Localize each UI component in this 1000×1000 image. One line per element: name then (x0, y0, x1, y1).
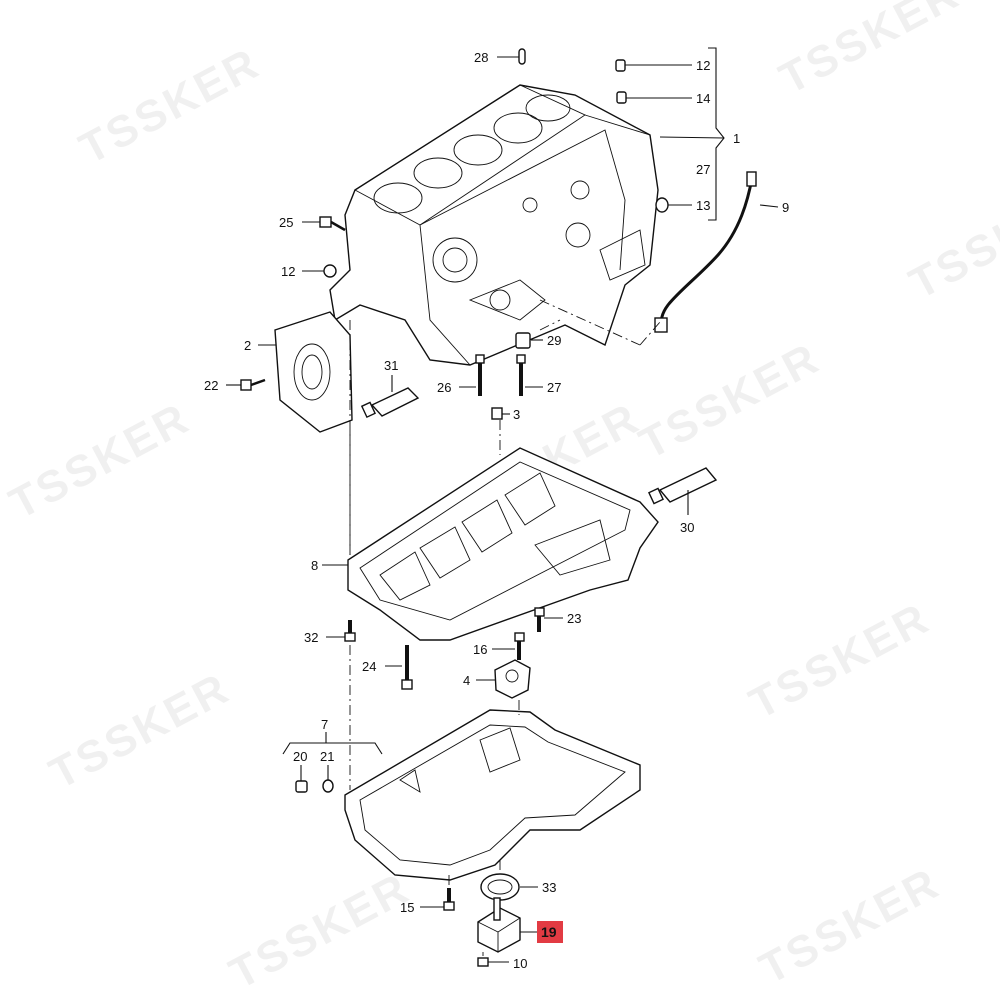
callout-29: 29 (547, 333, 561, 348)
callout-26: 26 (437, 380, 451, 395)
watermark: TSSKER (752, 858, 948, 994)
sealant-tube-30 (648, 467, 718, 505)
rear-seal-flange (274, 311, 353, 433)
watermark: TSSKER (772, 0, 968, 104)
callout-32: 32 (304, 630, 318, 645)
callout-15: 15 (400, 900, 414, 915)
callout-27: 27 (547, 380, 561, 395)
callout-21: 21 (320, 749, 334, 764)
gasket-ring-33 (480, 873, 520, 901)
callout-31: 31 (384, 358, 398, 373)
callout-25: 25 (279, 215, 293, 230)
callout-30: 30 (680, 520, 694, 535)
upper-oil-pan (347, 447, 659, 641)
lower-oil-pan (344, 709, 641, 881)
callout-20: 20 (293, 749, 307, 764)
leader-lines (226, 56, 779, 963)
callout-8: 8 (311, 558, 318, 573)
callout-3: 3 (513, 407, 520, 422)
watermark: TSSKER (222, 863, 418, 999)
callout-27: 27 (696, 162, 710, 177)
callout-23: 23 (567, 611, 581, 626)
callout-labels: 28 12 14 1 27 13 9 25 12 2 22 31 29 26 2… (204, 50, 789, 971)
callout-28: 28 (474, 50, 488, 65)
callout-9: 9 (782, 200, 789, 215)
group-bracket (708, 47, 725, 221)
callout-19: 19 (541, 924, 557, 940)
callout-22: 22 (204, 378, 218, 393)
callout-2: 2 (244, 338, 251, 353)
highlighted-callout-19[interactable]: 19 (537, 921, 563, 943)
watermark: TSSKER (742, 593, 938, 729)
callout-14: 14 (696, 91, 710, 106)
callout-13: 13 (696, 198, 710, 213)
alignment-lines (349, 299, 661, 958)
callout-24: 24 (362, 659, 376, 674)
watermark: TSSKER (42, 663, 238, 799)
watermark: TSSKER (902, 173, 1000, 309)
watermark: TSSKER (72, 38, 268, 174)
oil-pump-part-19 (477, 897, 521, 953)
watermark: TSSKER (632, 333, 828, 469)
callout-16: 16 (473, 642, 487, 657)
oil-level-sensor-housing (494, 659, 531, 699)
callout-10: 10 (513, 956, 527, 971)
callout-33: 33 (542, 880, 556, 895)
group-bracket-7 (282, 732, 383, 755)
callout-7: 7 (321, 717, 328, 732)
callout-12: 12 (281, 264, 295, 279)
callout-1: 1 (733, 131, 740, 146)
sealant-tube-31 (360, 387, 420, 419)
watermark: TSSKER (2, 393, 198, 529)
callout-12: 12 (696, 58, 710, 73)
engine-block (329, 84, 659, 366)
callout-4: 4 (463, 673, 470, 688)
highlight-box (537, 921, 563, 943)
dipstick-tube (654, 171, 757, 333)
